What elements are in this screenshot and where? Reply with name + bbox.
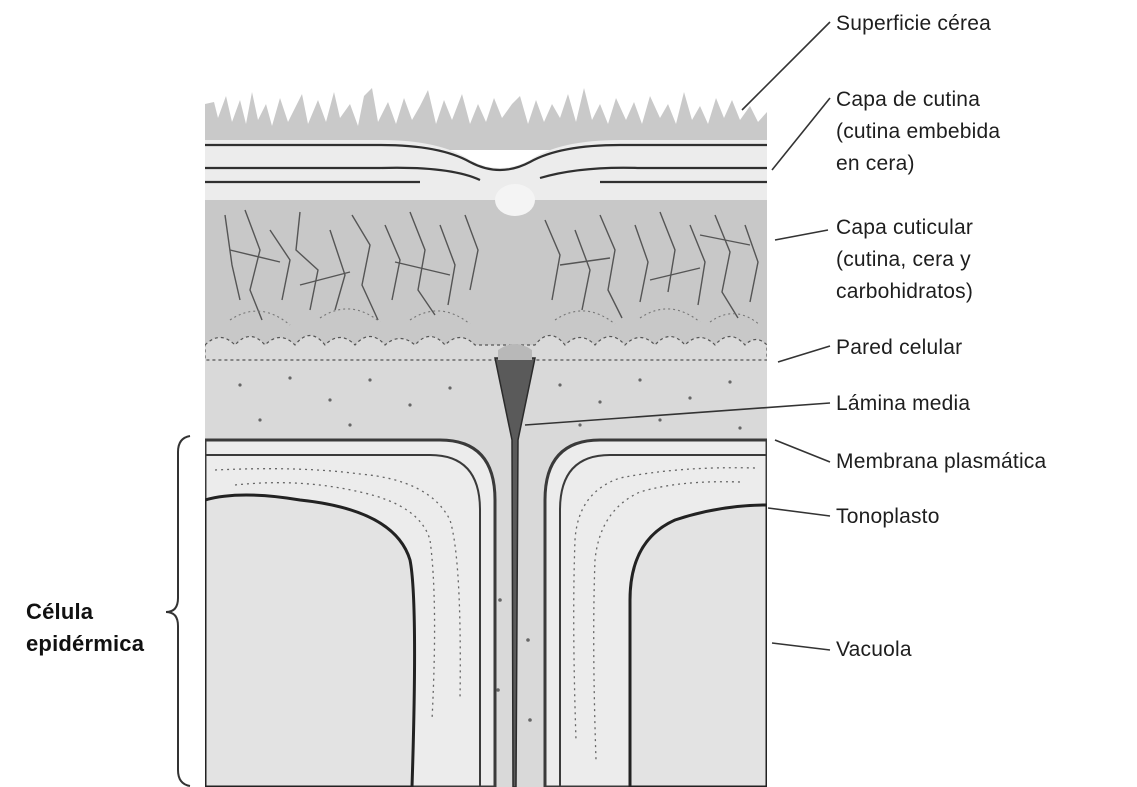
label-membrana-plasmatica: Membrana plasmática <box>836 446 1046 478</box>
cell-brace <box>166 436 190 786</box>
label-capa-cutina: Capa de cutina (cutina embebida en cera) <box>836 84 1000 180</box>
label-superficie-cerea: Superficie cérea <box>836 8 991 40</box>
label-celula-epidermica: Célula epidérmica <box>26 596 144 660</box>
cuticular-layer <box>205 200 767 355</box>
label-vacuola: Vacuola <box>836 634 912 666</box>
label-capa-cuticular: Capa cuticular (cutina, cera y carbohidr… <box>836 212 973 308</box>
left-vacuole <box>205 495 415 787</box>
label-lamina-media: Lámina media <box>836 388 970 420</box>
label-tonoplasto: Tonoplasto <box>836 501 940 533</box>
right-vacuole <box>630 505 767 787</box>
label-pared-celular: Pared celular <box>836 332 962 364</box>
